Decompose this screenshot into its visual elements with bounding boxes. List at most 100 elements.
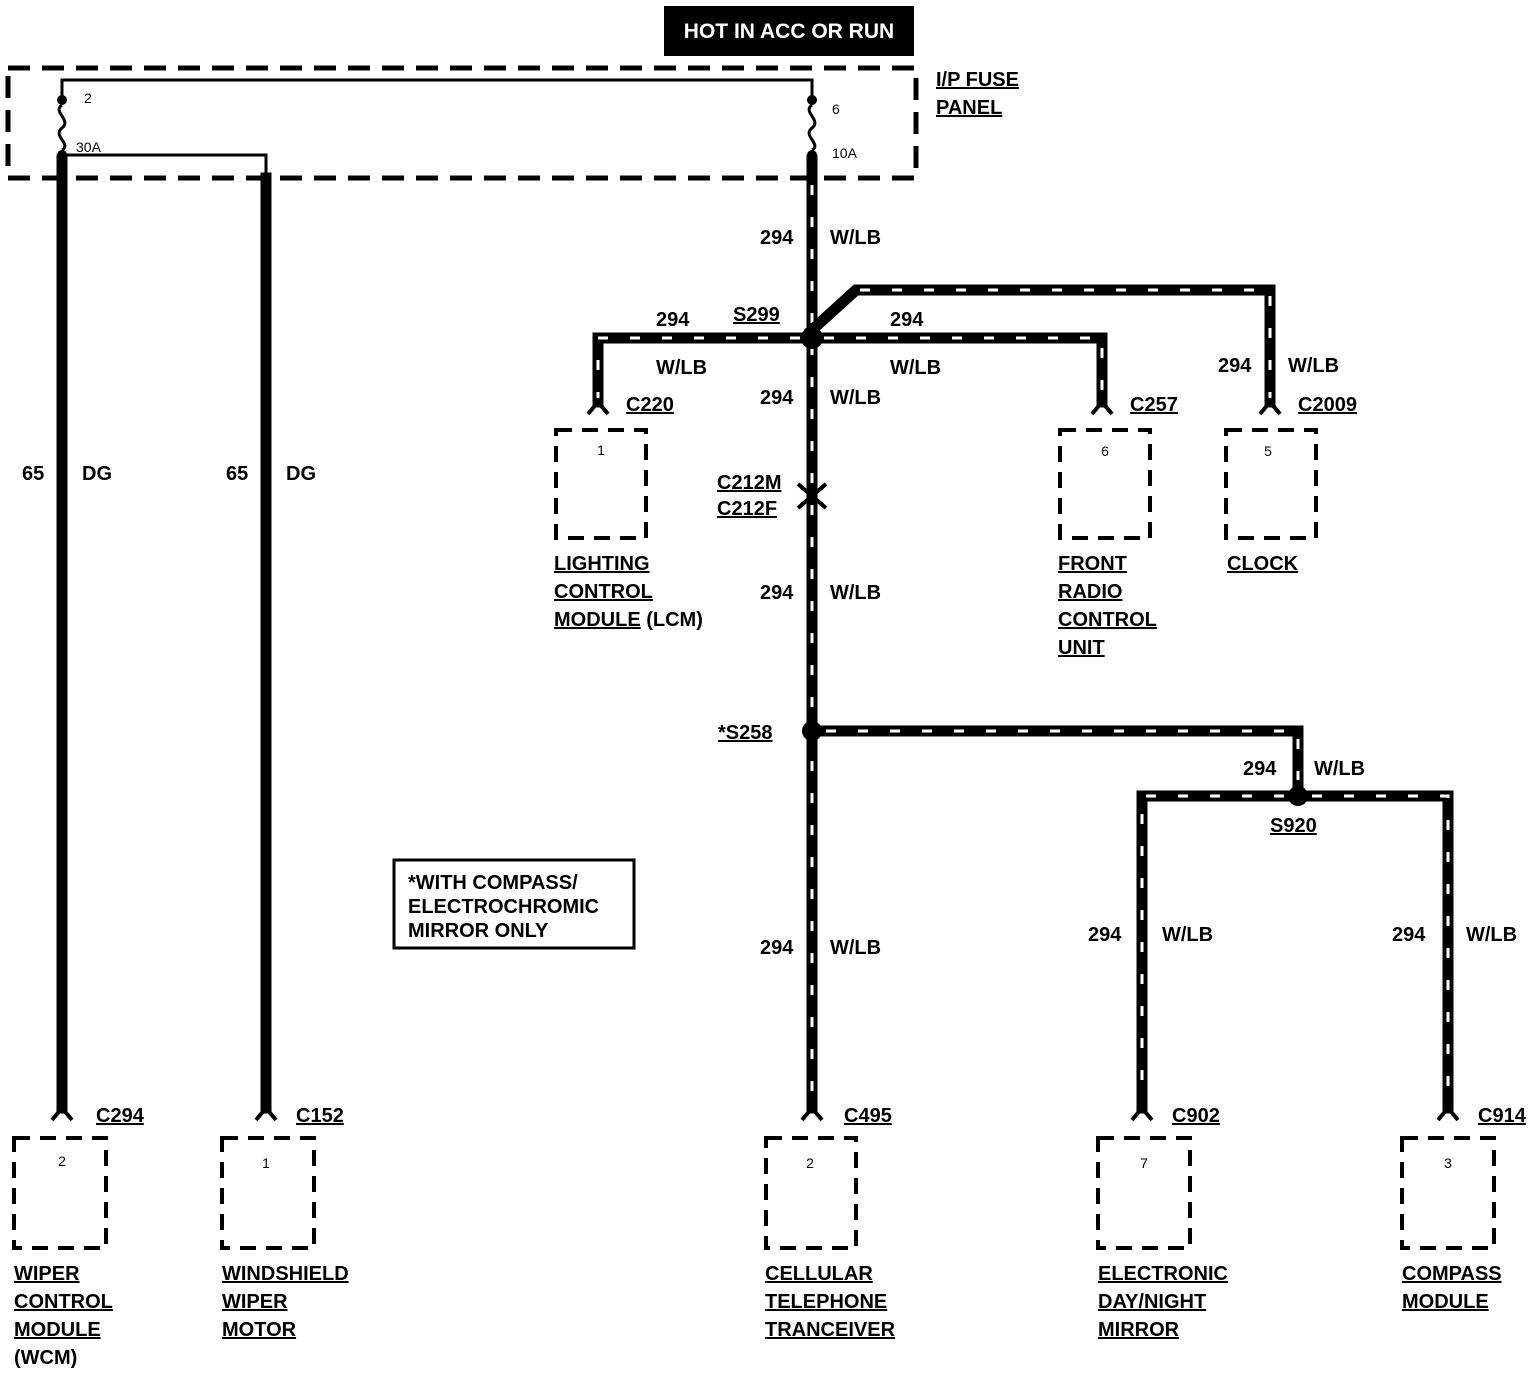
splice-s299-dot bbox=[801, 327, 823, 349]
radio-name-line4: UNIT bbox=[1058, 637, 1105, 659]
wire-65-dg-wcm: 65 DG bbox=[22, 154, 112, 1114]
component-lcm: C220 1 LIGHTING CONTROL MODULE (LCM) bbox=[554, 394, 703, 631]
radio-name-line2: RADIO bbox=[1058, 581, 1122, 603]
c212-female-icon bbox=[796, 493, 828, 510]
wire-294-to-mirror bbox=[1136, 790, 1304, 1114]
wire-294-to-compass-color: W/LB bbox=[1466, 924, 1517, 946]
note-line3: MIRROR ONLY bbox=[408, 920, 549, 942]
c914-label: C914 bbox=[1478, 1105, 1527, 1127]
wire-294-s258-color: W/LB bbox=[1314, 758, 1365, 780]
c914-pin: 3 bbox=[1444, 1155, 1452, 1171]
component-compass: C914 3 COMPASS MODULE bbox=[1400, 1104, 1527, 1313]
fuse-right-number: 6 bbox=[832, 101, 840, 117]
c257-connector-icon bbox=[1090, 398, 1114, 416]
lcm-name-line3b: (LCM) bbox=[641, 609, 703, 631]
clock-box bbox=[1224, 428, 1318, 540]
c902-label: C902 bbox=[1172, 1105, 1220, 1127]
lcm-box bbox=[554, 428, 648, 540]
header-title: HOT IN ACC OR RUN bbox=[684, 20, 894, 43]
mirror-name-line1: ELECTRONIC bbox=[1098, 1263, 1228, 1285]
wire-294-to-clock-circuit: 294 bbox=[1218, 355, 1252, 377]
fuse-right-rating: 10A bbox=[832, 145, 858, 161]
fuse-panel: I/P FUSE PANEL 2 30A 6 10A bbox=[5, 65, 1019, 181]
wire-65-dg-wcm-circuit: 65 bbox=[22, 463, 44, 485]
splice-s920-group: S920 294 W/LB 294 W/LB bbox=[1088, 786, 1517, 1114]
wire-294-to-lcm-color: W/LB bbox=[656, 357, 707, 379]
fuse-left-rating: 30A bbox=[76, 139, 102, 155]
c152-pin: 1 bbox=[262, 1155, 270, 1171]
wire-65-dg-wiper-motor-color: DG bbox=[286, 463, 316, 485]
c220-label: C220 bbox=[626, 394, 674, 416]
wire-294-to-mirror-color: W/LB bbox=[1162, 924, 1213, 946]
wire-294-main-top-circuit: 294 bbox=[760, 227, 794, 249]
c152-label: C152 bbox=[296, 1105, 344, 1127]
inline-connector-c212: C212M C212F bbox=[717, 472, 828, 520]
lcm-name-line1: LIGHTING bbox=[554, 553, 650, 575]
wire-294-main-top-color: W/LB bbox=[830, 227, 881, 249]
component-wcm: C294 2 WIPER CONTROL MODULE (WCM) bbox=[12, 1104, 145, 1369]
c294-label: C294 bbox=[96, 1105, 145, 1127]
lcm-name-line3: MODULE bbox=[554, 609, 641, 631]
c2009-pin: 5 bbox=[1264, 443, 1272, 459]
wcm-box bbox=[12, 1136, 108, 1250]
wcm-name-line4: (WCM) bbox=[14, 1347, 77, 1369]
c495-connector-icon bbox=[800, 1104, 824, 1122]
cell-name-line3: TRANCEIVER bbox=[765, 1319, 896, 1341]
header-box: HOT IN ACC OR RUN bbox=[664, 6, 914, 56]
wire-294-main-bottom-color: W/LB bbox=[830, 937, 881, 959]
wire-65-dg-wiper-motor: 65 DG bbox=[226, 172, 316, 1114]
c902-connector-icon bbox=[1130, 1104, 1154, 1122]
compass-name-line2: MODULE bbox=[1402, 1291, 1489, 1313]
c2009-label: C2009 bbox=[1298, 394, 1357, 416]
c212-male-label: C212M bbox=[717, 472, 781, 494]
radio-name-line3: CONTROL bbox=[1058, 609, 1157, 631]
wiper-motor-name-line1: WINDSHIELD bbox=[222, 1263, 349, 1285]
fuse-panel-label-2: PANEL bbox=[936, 97, 1002, 119]
fuse-panel-bus bbox=[60, 78, 814, 100]
component-radio: C257 6 FRONT RADIO CONTROL UNIT bbox=[1058, 394, 1178, 659]
wire-294-to-compass bbox=[1292, 790, 1454, 1114]
c495-pin: 2 bbox=[806, 1155, 814, 1171]
compass-name-line1: COMPASS bbox=[1402, 1263, 1502, 1285]
wire-294-to-compass-circuit: 294 bbox=[1392, 924, 1426, 946]
header-background bbox=[664, 6, 914, 56]
splice-s258-group: *S258 294 W/LB bbox=[718, 721, 1365, 802]
wiper-motor-name-line3: MOTOR bbox=[222, 1319, 297, 1341]
wire-294-to-radio-color: W/LB bbox=[890, 357, 941, 379]
c495-label: C495 bbox=[844, 1105, 892, 1127]
fuse-panel-outline bbox=[5, 65, 919, 181]
splice-s258-dot bbox=[802, 721, 822, 741]
splice-s258-label: *S258 bbox=[718, 722, 773, 744]
note-outline bbox=[392, 858, 636, 950]
wire-294-main: 294 W/LB 294 W/LB 294 W/LB 294 W/LB bbox=[760, 154, 881, 1114]
lcm-name-line3-group: MODULE (LCM) bbox=[554, 609, 703, 631]
c294-connector-icon bbox=[50, 1104, 74, 1122]
fuse-left-number: 2 bbox=[84, 90, 92, 106]
fuse-right-element-icon bbox=[807, 103, 817, 152]
wcm-name-line1: WIPER bbox=[14, 1263, 80, 1285]
wire-294-s258-branch-stripe bbox=[826, 729, 1300, 780]
wiper-motor-box bbox=[220, 1136, 316, 1250]
wire-294-to-mirror-circuit: 294 bbox=[1088, 924, 1122, 946]
wire-294-to-clock-color: W/LB bbox=[1288, 355, 1339, 377]
cell-name-line2: TELEPHONE bbox=[765, 1291, 887, 1313]
radio-box bbox=[1058, 428, 1152, 540]
clock-name: CLOCK bbox=[1227, 553, 1299, 575]
wire-294-main-lower-color: W/LB bbox=[830, 582, 881, 604]
wire-294-to-mirror-stripe bbox=[1140, 794, 1284, 1100]
component-wiper-motor: C152 1 WINDSHIELD WIPER MOTOR bbox=[220, 1104, 349, 1341]
wire-294-s258-branch bbox=[806, 725, 1304, 802]
c212-female-label: C212F bbox=[717, 498, 777, 520]
wire-294-to-clock bbox=[804, 284, 1276, 408]
c2009-connector-icon bbox=[1258, 398, 1282, 416]
wire-294-to-lcm-circuit: 294 bbox=[656, 309, 690, 331]
cell-name-line1: CELLULAR bbox=[765, 1263, 873, 1285]
wcm-name-line2: CONTROL bbox=[14, 1291, 113, 1313]
c257-pin: 6 bbox=[1101, 443, 1109, 459]
fuse-right: 6 10A bbox=[807, 95, 858, 161]
wire-294-to-compass-stripe bbox=[1312, 794, 1450, 1100]
splice-s299-group: S299 294 W/LB 294 W/LB 294 W/LB bbox=[592, 284, 1339, 408]
component-clock: C2009 5 CLOCK bbox=[1224, 394, 1357, 575]
c294-pin: 2 bbox=[58, 1153, 66, 1169]
